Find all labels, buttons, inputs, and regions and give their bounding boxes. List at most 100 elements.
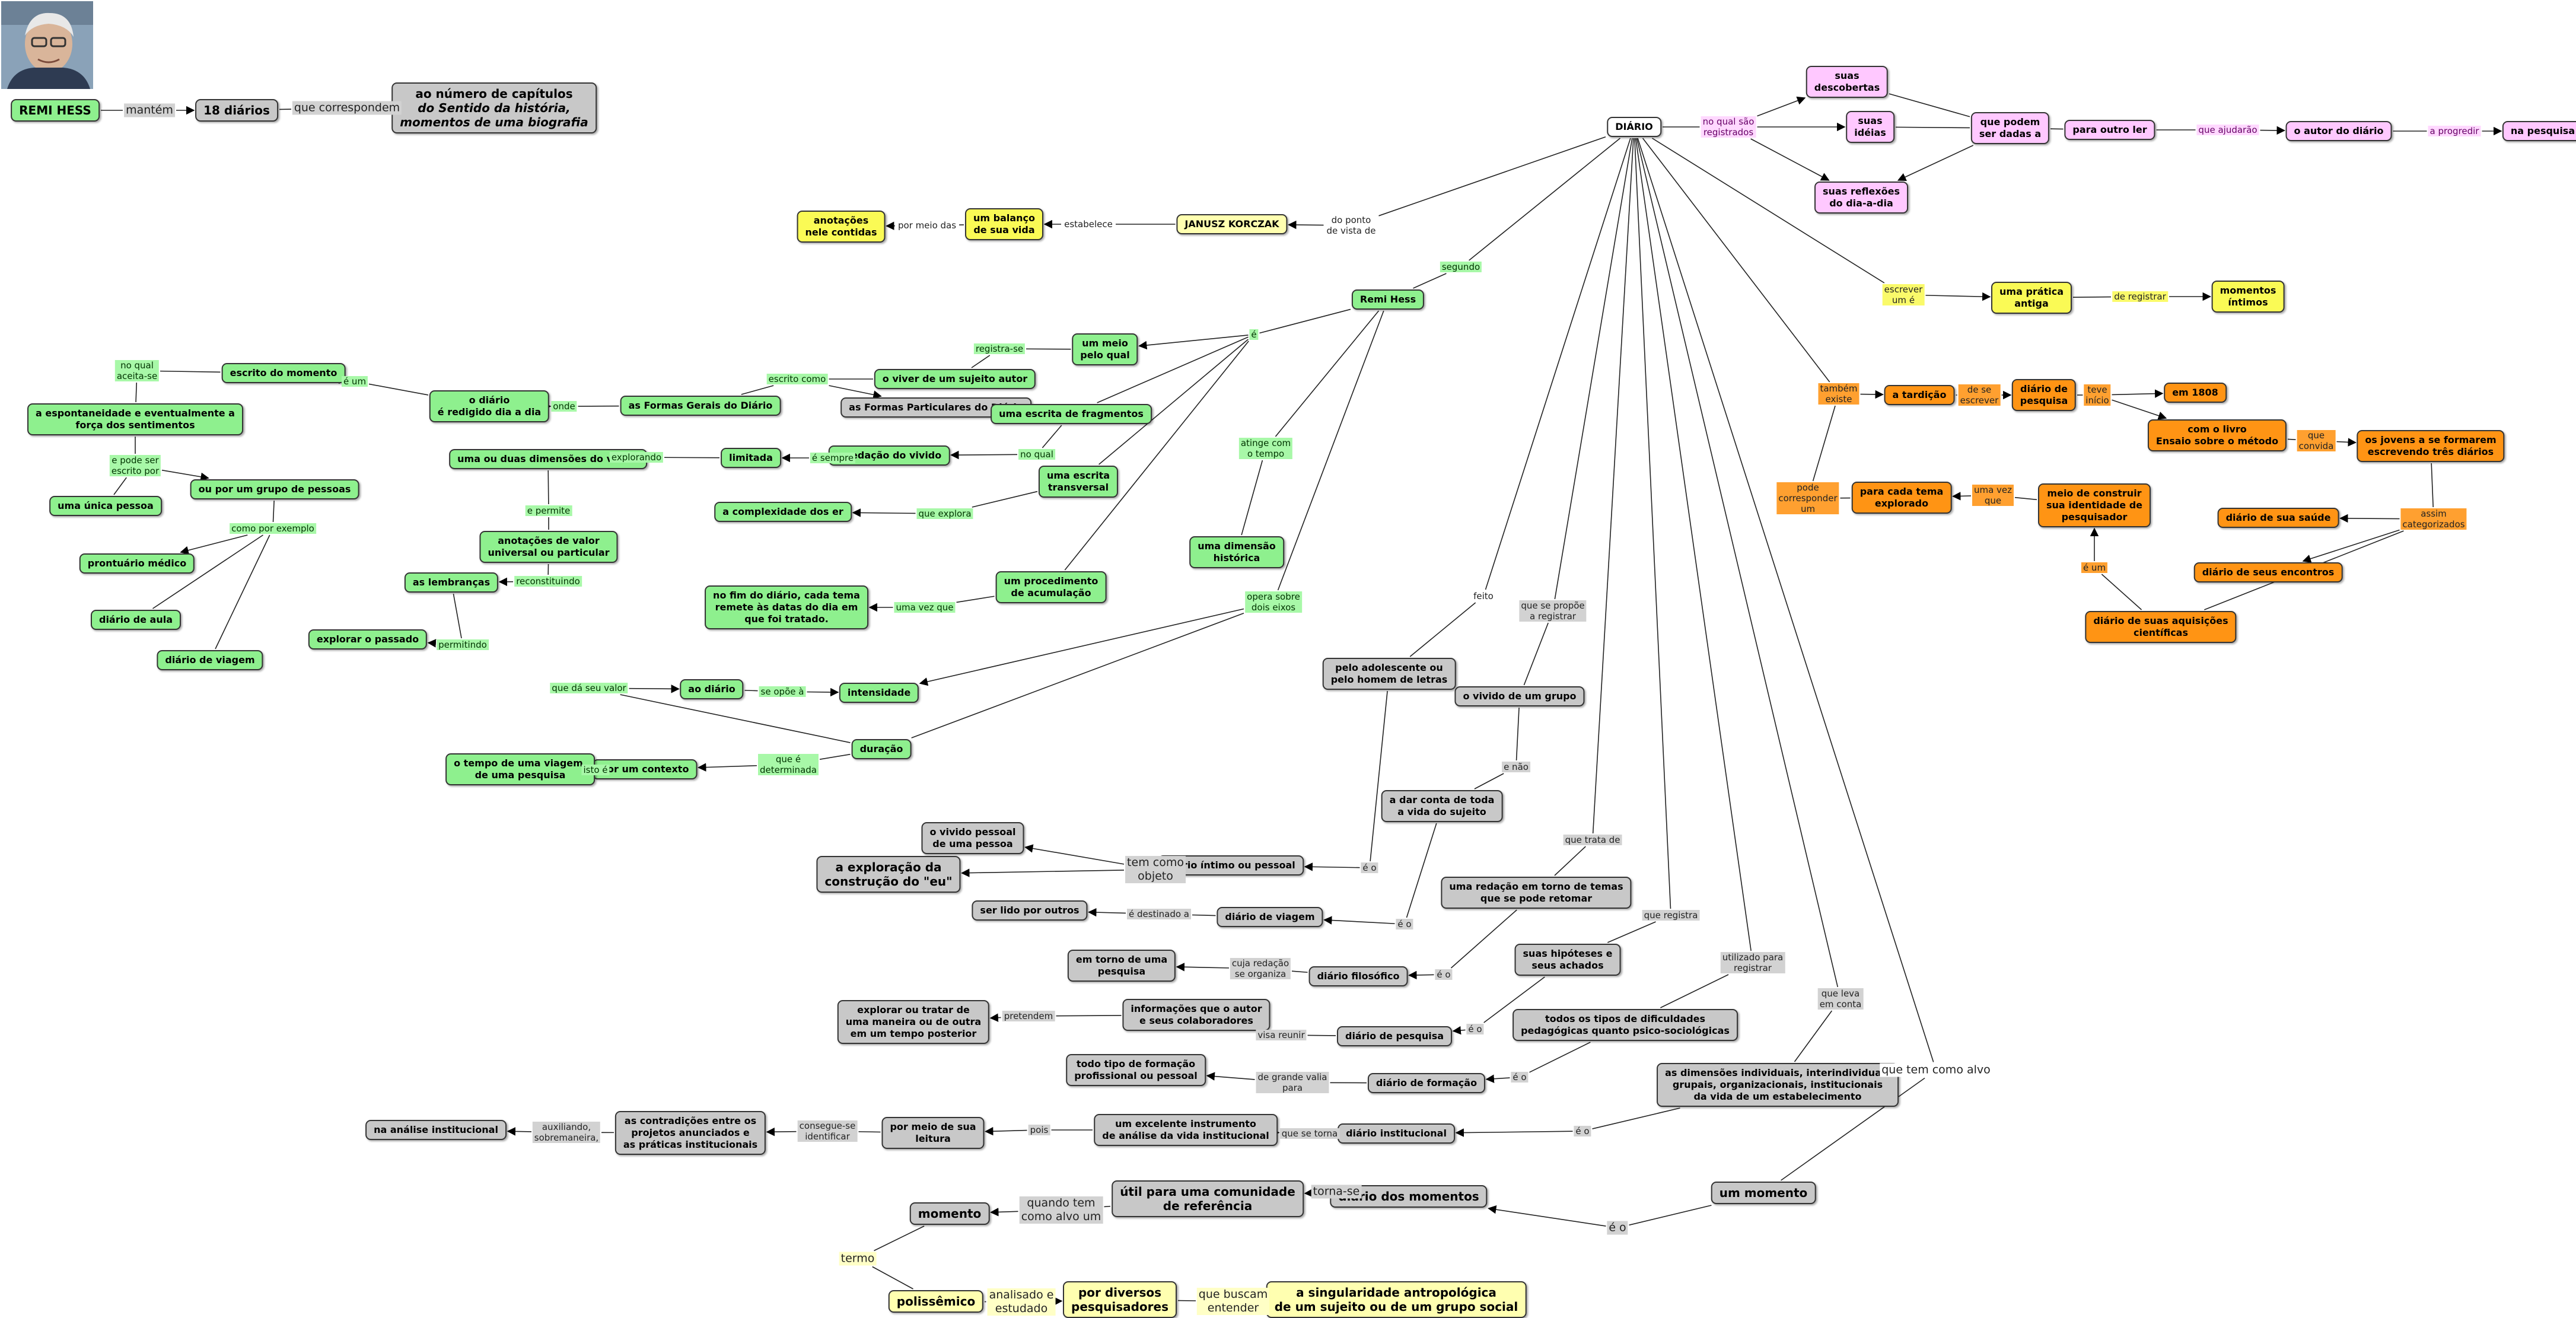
link-line bbox=[161, 469, 209, 481]
link-line bbox=[1104, 1205, 1111, 1208]
concept-node[interactable]: intensidade bbox=[839, 683, 919, 703]
concept-node[interactable]: diário de formação bbox=[1367, 1073, 1486, 1093]
link-label: e não bbox=[1502, 762, 1530, 772]
concept-node[interactable]: para outro ler bbox=[2064, 120, 2155, 140]
concept-node[interactable]: diário institucional bbox=[1338, 1123, 1455, 1144]
concept-node[interactable]: DIÁRIO bbox=[1607, 117, 1661, 137]
concept-node[interactable]: 18 diários bbox=[195, 99, 278, 122]
concept-node[interactable]: na análise institucional bbox=[365, 1120, 507, 1140]
concept-node[interactable]: diário de pesquisa bbox=[1336, 1026, 1453, 1046]
concept-node[interactable]: o viver de um sujeito autor bbox=[874, 369, 1036, 389]
concept-node[interactable]: em 1808 bbox=[2164, 383, 2227, 403]
concept-node[interactable]: ao diário bbox=[680, 679, 744, 699]
concept-node[interactable]: um momento bbox=[1711, 1182, 1816, 1204]
link-line bbox=[1488, 1205, 1606, 1227]
concept-node[interactable]: polissêmico bbox=[888, 1290, 984, 1313]
concept-node[interactable]: escrito do momento bbox=[221, 363, 346, 383]
link-line bbox=[1554, 138, 1633, 600]
concept-node[interactable]: uma escrita de fragmentos bbox=[991, 404, 1152, 424]
concept-node[interactable]: diário filosófico bbox=[1308, 966, 1408, 986]
concept-node[interactable]: diário de seus encontros bbox=[2193, 562, 2343, 582]
concept-node[interactable]: diário de viagem bbox=[157, 650, 263, 670]
concept-node[interactable]: momento bbox=[909, 1202, 990, 1225]
concept-node[interactable]: Remi Hess bbox=[1351, 289, 1425, 310]
concept-node[interactable]: duração bbox=[851, 739, 912, 759]
concept-node[interactable]: ser lido por outros bbox=[972, 900, 1088, 921]
link-label: onde bbox=[551, 401, 577, 412]
concept-node[interactable]: o vivido de um grupo bbox=[1454, 686, 1585, 706]
link-label: termo bbox=[839, 1252, 877, 1266]
concept-node[interactable]: o tempo de uma viagem,de uma pesquisa bbox=[445, 753, 595, 785]
link-label: feito bbox=[1472, 591, 1495, 601]
link-line bbox=[741, 385, 774, 395]
concept-node[interactable]: ou por um grupo de pessoas bbox=[190, 479, 359, 499]
concept-node[interactable]: limitada bbox=[721, 448, 781, 468]
concept-node[interactable]: as dimensões individuais, interindividua… bbox=[1657, 1063, 1899, 1107]
concept-node[interactable]: REMI HESS bbox=[11, 99, 100, 122]
concept-node[interactable]: explorar o passado bbox=[308, 629, 428, 650]
concept-node[interactable]: por um contexto bbox=[592, 759, 698, 779]
concept-node[interactable]: o autor do diário bbox=[2285, 121, 2392, 141]
link-label: de registrar bbox=[2112, 291, 2168, 302]
link-label: auxiliando,sobremaneira, bbox=[532, 1122, 601, 1143]
link-label: registra-se bbox=[973, 343, 1026, 354]
concept-node[interactable]: a complexidade dos er bbox=[714, 502, 852, 522]
concept-node[interactable]: as lembranças bbox=[404, 572, 499, 593]
link-line bbox=[1042, 425, 1062, 448]
concept-node[interactable]: prontuário médico bbox=[79, 553, 195, 574]
link-line bbox=[2014, 496, 2037, 501]
concept-node[interactable]: diário de sua saúde bbox=[2217, 508, 2339, 528]
concept-node[interactable]: na pesquisa bbox=[2502, 121, 2576, 141]
concept-node[interactable]: as Formas Gerais do Diário bbox=[620, 396, 781, 416]
concept-node[interactable]: uma única pessoa bbox=[49, 496, 162, 516]
concept-node[interactable]: diário de viagem bbox=[1217, 907, 1323, 927]
concept-node[interactable]: JANUSZ KORCZAK bbox=[1176, 214, 1288, 234]
concept-node[interactable]: diário de aula bbox=[90, 610, 182, 630]
concept-node[interactable]: a tardição bbox=[1884, 385, 1955, 405]
link-label: estabelece bbox=[1064, 219, 1113, 230]
